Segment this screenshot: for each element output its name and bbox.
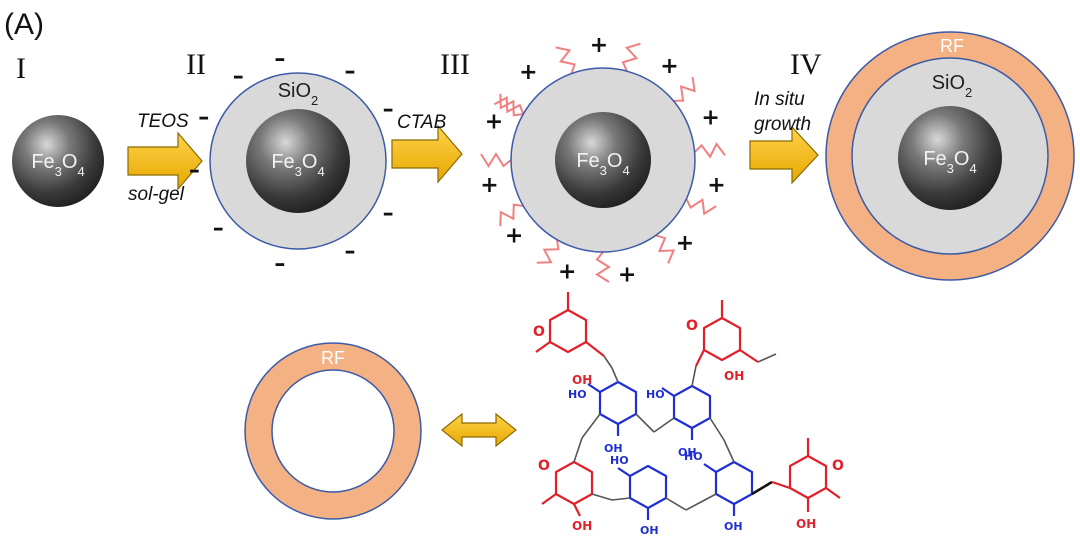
hydroxyl-label: OH xyxy=(572,373,592,387)
hydroxyl-label: HO xyxy=(610,454,629,467)
arrow-2-top-label: CTAB xyxy=(397,112,447,133)
ctab-tail xyxy=(493,95,525,115)
arrow-1: TEOS sol-gel xyxy=(127,111,203,205)
hydroxyl-label: OH xyxy=(724,520,743,533)
step-numeral-2: II xyxy=(186,48,206,81)
negative-charge: – xyxy=(233,64,244,89)
fe3o4-core xyxy=(555,112,651,208)
core-label-1: Fe3O4 xyxy=(31,151,84,179)
shell-label-2: SiO2 xyxy=(278,80,319,108)
ctab-tails xyxy=(480,42,726,283)
arrow-3-top-label: In situ xyxy=(754,89,805,110)
arrow-3: In situ growth xyxy=(749,89,819,185)
arrow-2: CTAB xyxy=(391,112,463,184)
ctab-tail xyxy=(655,234,676,264)
arrow-shape xyxy=(749,125,819,185)
ctab-tail xyxy=(536,239,560,264)
quinone-ring-top-right xyxy=(695,300,777,367)
ctab-tail xyxy=(673,76,696,102)
rf-chemical-structure: O OH O OH HO OH HO OH xyxy=(533,292,844,537)
ctab-tail xyxy=(621,42,641,72)
oxygen-label: O xyxy=(686,318,698,334)
shell-label-4: SiO2 xyxy=(932,72,973,100)
ctab-tail xyxy=(555,46,576,74)
ctab-tail xyxy=(480,152,512,168)
step-3-particle: Fe3O4 + + + + + + + + + + + xyxy=(480,33,726,288)
negative-charge: – xyxy=(383,201,394,226)
ctab-tail xyxy=(499,203,524,227)
double-arrow xyxy=(441,412,517,448)
negative-charge: – xyxy=(345,59,356,84)
ctab-tail xyxy=(685,198,717,216)
positive-charge: + xyxy=(590,33,608,58)
step-1-particle: Fe3O4 xyxy=(12,115,104,207)
oxygen-label: O xyxy=(538,458,550,474)
ctab-tail xyxy=(693,142,726,159)
negative-charge: – xyxy=(345,239,356,264)
hydroxyl-label: OH xyxy=(572,519,592,533)
negative-charge: – xyxy=(198,105,209,130)
quinone-ring-top-left xyxy=(535,292,613,369)
hydroxyl-label: OH xyxy=(604,442,623,455)
step-numeral-1: I xyxy=(16,52,26,85)
positive-charge: + xyxy=(558,259,576,284)
arrow-shape xyxy=(391,124,463,184)
fe3o4-core xyxy=(246,109,350,213)
positive-charge: + xyxy=(485,109,503,134)
step-numeral-3: III xyxy=(440,48,470,81)
oxygen-label: O xyxy=(533,324,545,340)
negative-charge: – xyxy=(213,216,224,241)
negative-charge: – xyxy=(274,47,285,72)
hydroxyl-label: OH xyxy=(796,517,816,531)
core-label-2: Fe3O4 xyxy=(271,151,324,179)
hydroxyl-label: OH xyxy=(724,369,744,383)
core-label-3: Fe3O4 xyxy=(576,150,629,178)
hydroxyl-label: OH xyxy=(640,524,659,537)
positive-charge: + xyxy=(519,60,537,85)
panel-label: (A) xyxy=(4,8,44,41)
positive-charge: + xyxy=(480,173,498,198)
step-2-particle: SiO2 Fe3O4 ––––––––––– xyxy=(189,47,407,277)
hydroxyl-label: HO xyxy=(684,450,703,463)
positive-charge: + xyxy=(618,263,636,288)
positive-charge: + xyxy=(701,106,719,131)
arrow-1-bottom-label: sol-gel xyxy=(128,184,185,205)
quinone-ring-bottom-right xyxy=(771,438,841,512)
resorcinol-ring-bottom-right xyxy=(703,460,754,516)
positive-charge: + xyxy=(505,224,523,249)
arrow-3-bottom-label: growth xyxy=(754,114,811,135)
fe3o4-core xyxy=(12,115,104,207)
hydroxyl-label: HO xyxy=(646,388,665,401)
resorcinol-ring-left xyxy=(587,380,638,436)
rf-label: RF xyxy=(940,36,964,56)
negative-charge: – xyxy=(189,158,200,183)
negative-charge: – xyxy=(274,251,285,276)
negative-charge: – xyxy=(383,97,394,122)
positive-charge: + xyxy=(660,54,678,79)
step-numeral-4: IV xyxy=(790,48,822,81)
fe3o4-core xyxy=(898,106,1002,210)
positive-charges: + + + + + + + + + + + xyxy=(480,33,725,287)
positive-charge: + xyxy=(676,231,694,256)
rf-ring-label: RF xyxy=(321,348,345,368)
arrow-1-top-label: TEOS xyxy=(137,111,189,132)
arrow-shape xyxy=(127,131,203,191)
quinone-ring-bottom-left xyxy=(541,460,613,517)
ctab-tail xyxy=(595,251,611,283)
oxygen-label: O xyxy=(832,458,844,474)
core-text: Fe xyxy=(31,151,54,173)
hollow-cavity xyxy=(271,369,395,493)
step-4-particle: RF SiO2 Fe3O4 xyxy=(825,31,1075,281)
ctab-tail xyxy=(499,93,524,117)
resorcinol-ring-bottom-middle xyxy=(617,464,668,520)
positive-charge: + xyxy=(707,173,725,198)
hydroxyl-label: HO xyxy=(568,388,587,401)
resorcinol-ring-right xyxy=(661,384,712,440)
rf-hollow-sphere: RF xyxy=(244,342,422,520)
hydroxyl-label: OH xyxy=(678,446,697,459)
core-label-4: Fe3O4 xyxy=(923,148,976,176)
